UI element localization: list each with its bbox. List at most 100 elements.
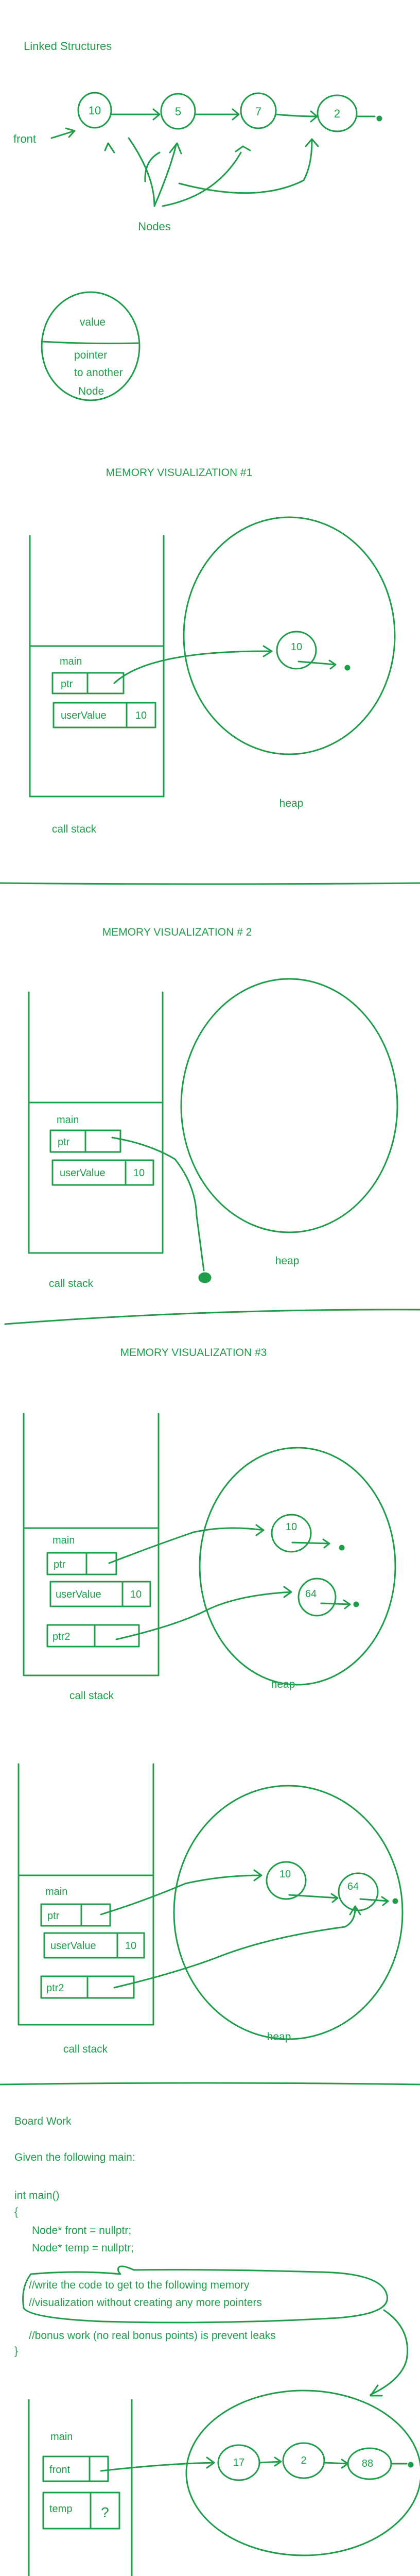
viz4-ptr2-label: ptr2 [46,1982,64,1994]
link-arrow-2 [195,108,240,121]
pointer-to-node-3 [162,145,251,207]
pointer-to-node-1 [104,137,161,207]
linked-node-1-value: 10 [89,104,101,117]
viz2-call-stack [28,991,164,1254]
viz3-null-dot-b [353,1601,359,1607]
linked-node-2: 5 [160,93,196,130]
board-work-section: Board Work Given the following main: int… [14,2115,420,2576]
code-line-3: Node* front = nullptr; [32,2225,131,2236]
viz3-heap-label: heap [271,1679,295,1690]
viz3-heap-node-b-value: 64 [305,1588,317,1600]
board-heap-node-1: 17 [217,2444,260,2481]
viz3-heap-node-a: 10 [271,1514,312,1553]
viz3-title: MEMORY VISUALIZATION #3 [120,1347,267,1359]
viz3-ptr2-label: ptr2 [52,1631,70,1642]
link-arrow-1 [110,108,161,121]
viz3-heap [199,1447,396,1686]
viz4-link-arrow [288,1893,339,1903]
node-pointer-line-2: to another [74,367,123,379]
viz1-heap-node-value: 10 [291,641,302,653]
nodes-label: Nodes [138,220,171,233]
viz4-heap-node-a: 10 [266,1861,307,1900]
viz1-null-dot [344,665,351,671]
board-front-box [42,2455,109,2482]
viz4-heap [173,1785,404,2040]
viz2-user-value-label: userValue [60,1167,106,1179]
board-frame-label: main [50,2431,73,2443]
code-line-1: int main() [14,2190,60,2201]
viz1-ptr-label: ptr [61,679,73,690]
viz4-null-dot [392,1898,398,1904]
viz2-frame-label: main [57,1114,79,1126]
board-work-title: Board Work [14,2115,72,2127]
board-link-1 [258,2456,282,2467]
node-value-label: value [80,316,106,328]
viz4-heap-node-b-value: 64 [347,1881,359,1892]
viz1-ptr-arrow [113,645,273,684]
viz4-ptr2-arrow [113,1905,361,1989]
viz3-ptr-box [46,1552,117,1575]
code-line-6: //visualization without creating any mor… [29,2297,262,2309]
front-label: front [13,132,36,145]
board-link-2 [323,2459,349,2469]
linked-structures-title: Linked Structures [24,40,112,53]
viz1-heap [183,516,396,755]
viz3-frame-label: main [52,1535,75,1546]
viz4-heap-label: heap [267,2031,291,2043]
board-temp-label: temp [49,2503,72,2515]
memory-visualization-3: MEMORY VISUALIZATION #3 main ptr userVal… [23,1347,396,1702]
board-heap-node-3-value: 88 [362,2458,373,2469]
board-heap-node-3: 88 [347,2447,392,2480]
viz2-dangling-pointer [111,1137,205,1272]
viz4-call-stack [18,1763,154,2026]
viz2-heap-label: heap [275,1255,300,1267]
board-work-prompt: Given the following main: [14,2151,135,2163]
front-arrow [50,127,76,139]
board-null-dot [408,2462,414,2468]
viz2-user-value-num: 10 [133,1167,145,1179]
viz4-user-value-label: userValue [50,1940,96,1952]
viz1-title: MEMORY VISUALIZATION #1 [106,467,253,479]
viz1-call-stack [29,535,165,798]
viz3-user-value-box [49,1581,151,1607]
code-line-7: //bonus work (no real bonus points) is p… [29,2330,276,2342]
viz4-user-value-num: 10 [125,1940,136,1952]
code-line-4: Node* temp = nullptr; [32,2242,134,2254]
divider-2 [4,1309,420,1325]
code-block: int main() { Node* front = nullptr; Node… [14,2190,276,2357]
viz2-heap [180,978,398,1233]
linked-node-3: 7 [240,92,277,129]
viz1-user-value-num: 10 [135,710,147,721]
pointer-to-node-2 [153,142,182,207]
viz3-ptr2-box [46,1624,140,1648]
viz3-user-value-label: userValue [56,1589,101,1600]
memory-visualization-2: MEMORY VISUALIZATION # 2 main ptr userVa… [28,926,398,1290]
linked-node-4: 2 [317,94,358,132]
viz3-heap-node-b: 64 [297,1578,337,1617]
linked-structures-section: Linked Structures front 10 5 7 2 Nodes [13,40,382,233]
divider-3 [0,2082,420,2086]
null-dot [376,115,382,122]
viz2-title: MEMORY VISUALIZATION # 2 [102,926,252,938]
node-pointer-line-3: Node [78,385,104,397]
board-call-stack [28,2399,133,2576]
board-heap-node-2-value: 2 [301,2455,306,2466]
board-temp-box [42,2492,120,2530]
viz4-heap-node-a-value: 10 [279,1869,291,1880]
viz1-call-stack-label: call stack [52,823,97,835]
viz1-user-value-label: userValue [61,710,107,721]
linked-node-3-value: 7 [255,105,261,118]
board-heap-node-1-value: 17 [233,2457,244,2468]
linked-node-1: 10 [77,92,112,129]
viz3-call-stack-label: call stack [69,1690,114,1702]
code-line-2: { [14,2206,18,2218]
pointer-to-node-4 [178,138,319,194]
viz4-ptr-box [40,1903,111,1927]
divider-1 [0,882,420,885]
viz4-frame-label: main [45,1886,67,1897]
node-divider [41,341,139,345]
viz2-call-stack-label: call stack [49,1278,94,1290]
code-line-5: //write the code to get to the following… [29,2279,250,2291]
link-arrow-3 [275,110,318,123]
